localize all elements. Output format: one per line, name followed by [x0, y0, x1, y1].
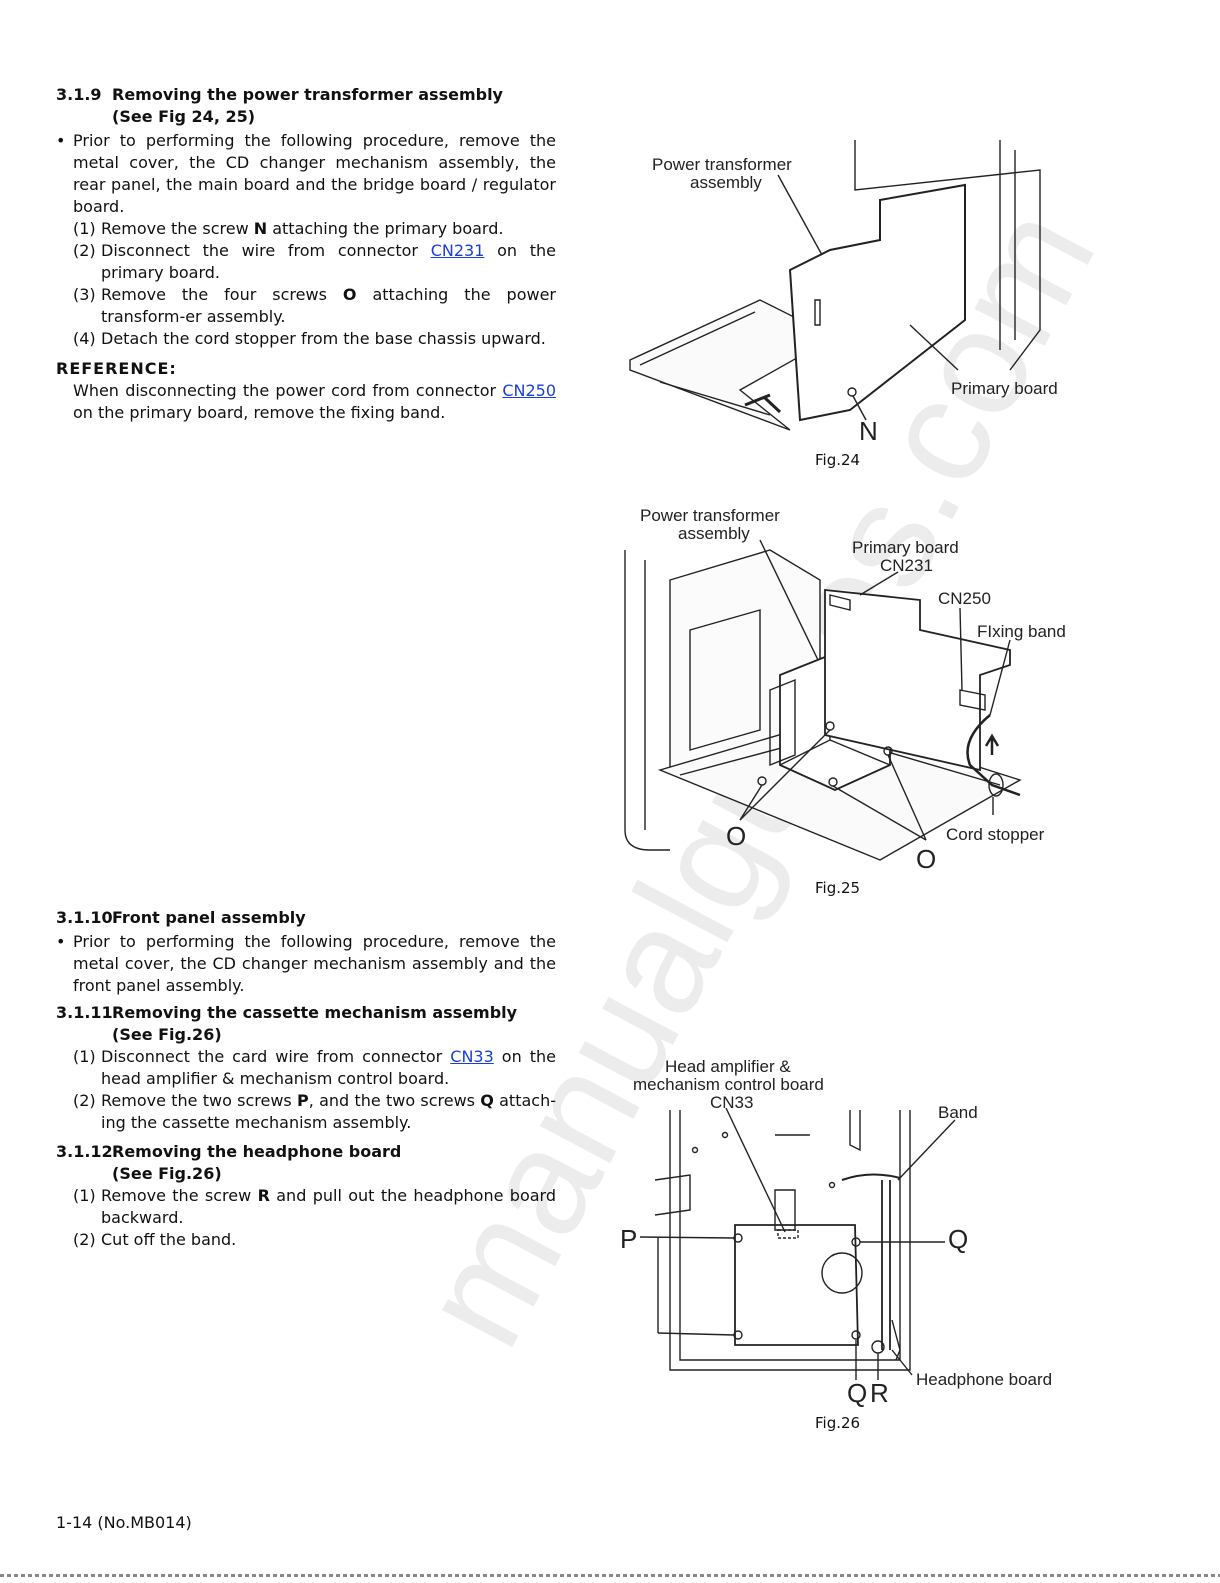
section-3-1-12: 3.1.12Removing the headphone board (See … [56, 1141, 556, 1251]
fig26-label-head-1: Head amplifier & [665, 1057, 791, 1076]
fig25-drawing: Power transformer assembly Primary board… [624, 506, 1066, 874]
step-list: (1)Disconnect the card wire from connect… [56, 1046, 556, 1134]
fig24-drawing: Power transformer assembly Primary board… [629, 140, 1058, 446]
fig25-label-cord: Cord stopper [946, 825, 1045, 844]
step-item: (1)Remove the screw R and pull out the h… [73, 1186, 557, 1227]
step-item: (1)Disconnect the card wire from connect… [73, 1047, 556, 1088]
section-heading: 3.1.10Front panel assembly [56, 908, 306, 927]
fig26-caption: Fig.26 [815, 1414, 861, 1432]
figure-25: Power transformer assembly Primary board… [620, 500, 1080, 880]
fig26-label-headphone: Headphone board [916, 1370, 1052, 1389]
step-item: (2)Remove the two screws P, and the two … [73, 1091, 556, 1132]
fig26-label-q-right: Q [948, 1224, 968, 1254]
prerequisite-note: •Prior to performing the following proce… [56, 131, 556, 216]
fig26-label-q-bottom: Q [847, 1378, 867, 1408]
figure-26: Head amplifier & mechanism control board… [610, 1050, 1080, 1410]
reference-heading: REFERENCE: [56, 359, 177, 378]
fig26-drawing: Head amplifier & mechanism control board… [620, 1057, 1052, 1408]
page-footer: 1-14 (No.MB014) [56, 1513, 192, 1532]
section-3-1-11: 3.1.11Removing the cassette mechanism as… [56, 1002, 556, 1134]
see-figure: (See Fig 24, 25) [112, 107, 256, 126]
fig26-label-band: Band [938, 1103, 978, 1122]
fig24-label-pt-2: assembly [690, 173, 762, 192]
step-item: (1)Remove the screw N attaching the prim… [73, 219, 504, 238]
fig25-label-o-right: O [916, 844, 936, 874]
bottom-rule [0, 1574, 1220, 1577]
fig25-caption: Fig.25 [815, 879, 861, 897]
step-item: (4)Detach the cord stopper from the base… [73, 329, 546, 348]
fig24-caption: Fig.24 [815, 451, 861, 469]
step-list: (1)Remove the screw R and pull out the h… [56, 1185, 556, 1251]
prerequisite-note: •Prior to performing the following proce… [56, 932, 556, 995]
fig25-label-o-left: O [726, 821, 746, 851]
fig26-label-head-2: mechanism control board [633, 1075, 824, 1094]
fig25-label-pt-2: assembly [678, 524, 750, 543]
step-item: (2)Disconnect the wire from connector CN… [73, 241, 557, 282]
fig24-label-n: N [859, 416, 878, 446]
fig25-label-pt-1: Power transformer [640, 506, 780, 525]
step-item: (2)Cut off the band. [73, 1230, 237, 1249]
section-heading: 3.1.12Removing the headphone board (See … [56, 1141, 556, 1185]
see-figure: (See Fig.26) [112, 1025, 222, 1044]
fig26-label-r: R [870, 1378, 889, 1408]
step-list: (1)Remove the screw N attaching the prim… [56, 218, 556, 350]
step-item: (3)Remove the four screws O attaching th… [73, 285, 556, 326]
figure-24: Power transformer assembly Primary board… [620, 130, 1080, 450]
see-figure: (See Fig.26) [112, 1164, 222, 1183]
connector-link-cn231[interactable]: CN231 [430, 241, 485, 260]
fig25-label-cn231: CN231 [880, 556, 933, 575]
section-3-1-10: 3.1.10Front panel assembly •Prior to per… [56, 907, 556, 997]
connector-link-cn33[interactable]: CN33 [450, 1047, 494, 1066]
reference-text: When disconnecting the power cord from c… [73, 381, 556, 422]
fig26-label-p: P [620, 1224, 637, 1254]
fig24-label-primary: Primary board [951, 379, 1058, 398]
section-heading: 3.1.11Removing the cassette mechanism as… [56, 1002, 556, 1046]
fig24-label-pt-1: Power transformer [652, 155, 792, 174]
fig25-label-cn250: CN250 [938, 589, 991, 608]
fig26-label-cn33: CN33 [710, 1093, 753, 1112]
fig25-label-primary: Primary board [852, 538, 959, 557]
connector-link-cn250[interactable]: CN250 [502, 381, 556, 400]
fig25-label-fixing: FIxing band [977, 622, 1066, 641]
